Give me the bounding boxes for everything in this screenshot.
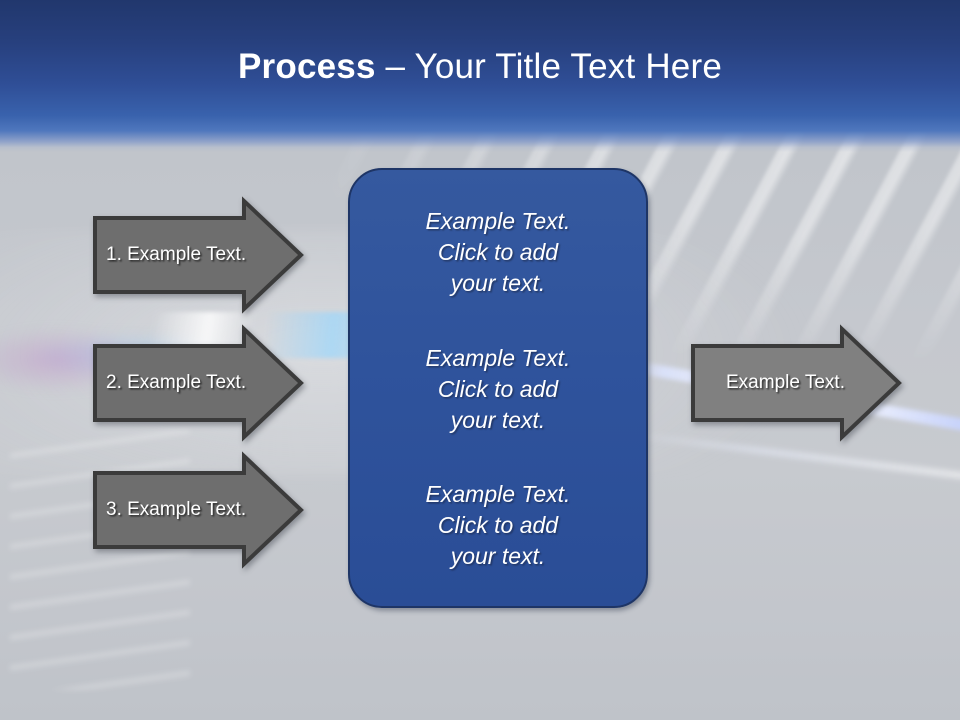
process-arrow-2[interactable]: 2. Example Text. bbox=[92, 324, 304, 442]
arrow-right-shape-icon bbox=[93, 324, 304, 442]
process-arrow-1[interactable]: 1. Example Text. bbox=[92, 196, 304, 314]
arrow-right-shape-icon bbox=[691, 324, 902, 442]
title-banner: Process – Your Title Text Here bbox=[0, 0, 960, 152]
center-box-paragraph-1[interactable]: Example Text. Click to add your text. bbox=[425, 208, 571, 296]
center-content-box[interactable]: Example Text. Click to add your text. Ex… bbox=[348, 168, 648, 608]
page-title-rest: – Your Title Text Here bbox=[375, 47, 722, 86]
page-title: Process – Your Title Text Here bbox=[0, 46, 960, 88]
page-title-bold: Process bbox=[238, 47, 376, 86]
arrow-right-shape-icon bbox=[93, 451, 304, 569]
center-box-paragraph-2[interactable]: Example Text. Click to add your text. bbox=[425, 344, 571, 433]
center-box-paragraph-3[interactable]: Example Text. Click to add your text. bbox=[425, 481, 571, 569]
output-arrow-1[interactable]: Example Text. bbox=[690, 324, 902, 442]
arrow-right-shape-icon bbox=[93, 196, 304, 314]
process-arrow-3[interactable]: 3. Example Text. bbox=[92, 451, 304, 569]
